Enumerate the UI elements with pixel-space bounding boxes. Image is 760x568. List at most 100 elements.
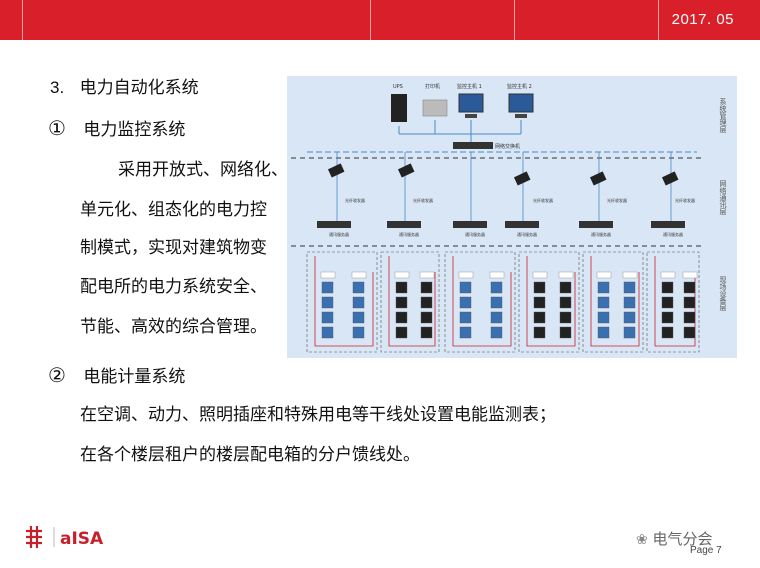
layer-label: 系统管理层 — [719, 97, 727, 134]
svg-text:通讯服务器: 通讯服务器 — [399, 231, 419, 237]
meter-label-box — [596, 271, 612, 279]
header-bar: 2017. 05 — [0, 0, 760, 40]
field-devices — [314, 256, 698, 347]
converter-icon — [513, 171, 531, 186]
switch-label: 网络交换机 — [495, 143, 520, 150]
monitor-icon — [458, 93, 484, 113]
meter-icon — [661, 311, 674, 324]
rs485-bus — [654, 256, 696, 347]
meter-icon — [559, 311, 572, 324]
item1-line: 制模式，实现对建筑物变 — [80, 238, 267, 258]
watermark: ❀ 电气分会 — [636, 528, 713, 549]
monitor-icon — [508, 93, 534, 113]
section-title: 电力自动化系统 — [79, 78, 199, 98]
server-icon — [505, 221, 539, 228]
svg-text:光纤收发器: 光纤收发器 — [413, 197, 433, 203]
meter-icon — [597, 311, 610, 324]
server-icon — [453, 221, 487, 228]
section-heading: 3. 电力自动化系统 — [50, 73, 199, 103]
meter-icon — [321, 311, 334, 324]
meter-icon — [559, 326, 572, 339]
meter-icon — [597, 281, 610, 294]
meter-label-box — [419, 271, 435, 279]
rs485-bus — [388, 256, 436, 347]
system-diagram: 系统管理层 网络通讯层 现场设备层 UPS 打印机 监控主机 1 监控主机 2 … — [287, 76, 737, 358]
meter-icon — [683, 326, 696, 339]
item2-line: 在空调、动力、照明插座和特殊用电等干线处设置电能监测表； — [80, 405, 556, 425]
meter-icon — [533, 296, 546, 309]
field-group-boxes — [306, 251, 700, 353]
item1-line: 节能、高效的综合管理。 — [80, 317, 267, 337]
converter-icon — [661, 171, 679, 186]
svg-text:光纤收发器: 光纤收发器 — [675, 197, 695, 203]
page-number: Page 7 — [690, 545, 722, 556]
svg-text:通讯服务器: 通讯服务器 — [663, 231, 683, 237]
svg-text:光纤收发器: 光纤收发器 — [345, 197, 365, 203]
rs485-bus — [526, 256, 576, 347]
header-divider — [22, 0, 23, 40]
meter-label-box — [320, 271, 336, 279]
item1-heading: ① 电力监控系统 — [48, 113, 185, 145]
device-label: 监控主机 1 — [457, 83, 482, 90]
svg-text:光纤收发器: 光纤收发器 — [607, 197, 627, 203]
converter-icon — [397, 163, 415, 178]
device-label: 打印机 — [425, 83, 440, 90]
column-5: 光纤收发器 通讯服务器 — [579, 152, 627, 237]
meter-icon — [661, 326, 674, 339]
column-3: 通讯服务器 — [453, 152, 487, 237]
item1-line: 配电所的电力系统安全、 — [80, 277, 267, 297]
meter-icon — [490, 296, 503, 309]
meter-icon — [352, 311, 365, 324]
layer-label: 网络通讯层 — [719, 180, 727, 216]
server-icon — [387, 221, 421, 228]
meter-icon — [459, 326, 472, 339]
device-label: 监控主机 2 — [507, 83, 532, 90]
printer-icon — [422, 99, 448, 117]
meter-icon — [420, 326, 433, 339]
meter-icon — [559, 281, 572, 294]
item1-line: 单元化、组态化的电力控 — [80, 200, 267, 220]
server-icon — [651, 221, 685, 228]
meter-icon — [623, 296, 636, 309]
meter-icon — [395, 281, 408, 294]
meter-icon — [533, 311, 546, 324]
item1-line: 采用开放式、网络化、 — [118, 160, 288, 180]
meter-label-box — [351, 271, 367, 279]
meter-label-box — [558, 271, 574, 279]
aisa-logo-icon: aISA — [26, 526, 104, 549]
meter-icon — [321, 296, 334, 309]
meter-icon — [623, 281, 636, 294]
column-1: 光纤收发器 通讯服务器 — [317, 152, 365, 237]
meter-icon — [459, 281, 472, 294]
meter-icon — [623, 311, 636, 324]
monitor-stand-icon — [465, 114, 477, 118]
layer-label: 现场设备层 — [719, 276, 727, 312]
meter-icon — [683, 296, 696, 309]
svg-text:通讯服务器: 通讯服务器 — [329, 231, 349, 237]
meter-icon — [321, 326, 334, 339]
monitor-stand-icon — [515, 114, 527, 118]
meter-icon — [597, 296, 610, 309]
meter-icon — [661, 296, 674, 309]
item1-marker: ① — [48, 116, 66, 140]
meter-label-box — [394, 271, 410, 279]
column-2: 光纤收发器 通讯服务器 — [387, 152, 433, 237]
meter-icon — [683, 311, 696, 324]
watermark-text: 电气分会 — [652, 530, 713, 548]
section-number: 3. — [50, 78, 65, 97]
meter-icon — [533, 326, 546, 339]
meter-icon — [352, 326, 365, 339]
meter-icon — [420, 296, 433, 309]
item2-title: 电能计量系统 — [83, 367, 186, 387]
meter-label-box — [682, 271, 698, 279]
network-switch-icon — [453, 142, 493, 149]
svg-text:通讯服务器: 通讯服务器 — [591, 231, 611, 237]
svg-text:通讯服务器: 通讯服务器 — [465, 231, 485, 237]
item2-marker: ② — [48, 363, 66, 387]
meter-label-box — [532, 271, 548, 279]
header-divider — [658, 0, 659, 40]
meter-icon — [352, 296, 365, 309]
meter-label-box — [622, 271, 638, 279]
svg-text:通讯服务器: 通讯服务器 — [517, 231, 537, 237]
header-divider — [370, 0, 371, 40]
